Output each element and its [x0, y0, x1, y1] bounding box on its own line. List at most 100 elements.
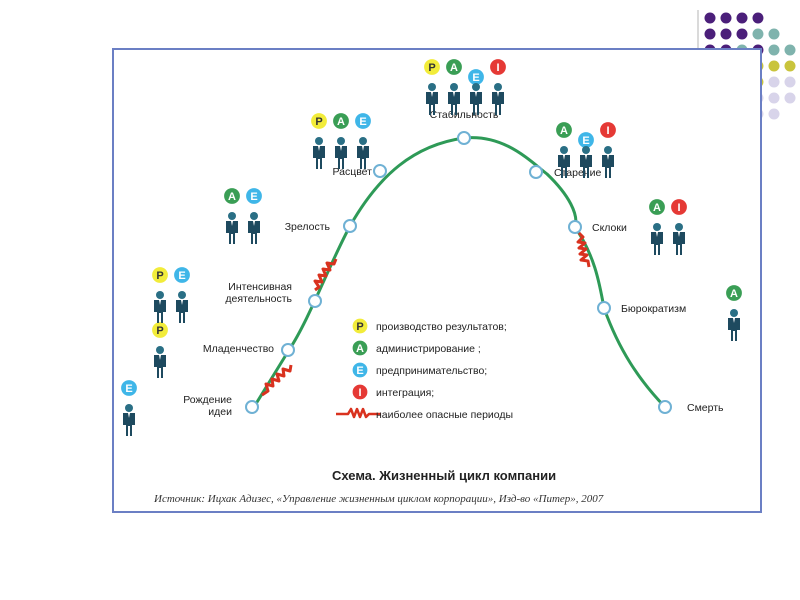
- role-badge-letter: E: [359, 116, 366, 128]
- stage-node-intensive: [308, 294, 322, 308]
- person-icon: [673, 223, 685, 255]
- decorative-dot: [736, 28, 748, 40]
- stage-node-birth: [245, 400, 259, 414]
- role-badge-i: I: [598, 120, 618, 140]
- decorative-dot: [752, 12, 764, 24]
- role-badge-a: A: [444, 57, 464, 77]
- role-badge-e: E: [172, 265, 192, 285]
- role-badge-letter: E: [250, 191, 257, 203]
- person-icon: [313, 137, 325, 169]
- role-badge-letter: P: [356, 321, 363, 333]
- legend-text: администрирование ;: [376, 343, 481, 355]
- legend-text: производство результатов;: [376, 321, 507, 333]
- role-badge-i: I: [669, 197, 689, 217]
- role-group-aging: AEI: [554, 120, 618, 178]
- decorative-dot: [784, 92, 796, 104]
- role-badge-a: A: [351, 339, 369, 357]
- diagram-caption: Схема. Жизненный цикл компании: [332, 468, 556, 483]
- role-badge-e: E: [353, 111, 373, 131]
- role-badge-letter: E: [472, 72, 479, 84]
- stage-node-aging: [529, 165, 543, 179]
- decorative-dot: [720, 28, 732, 40]
- stage-label-infancy: Младенчество: [203, 343, 274, 355]
- danger-zigzag-early: [261, 364, 293, 397]
- role-group-stability: P A EI: [422, 57, 508, 115]
- danger-legend-icon: [336, 407, 381, 419]
- person-icon: [335, 137, 347, 169]
- role-badge-e: E: [244, 186, 264, 206]
- role-badge-a: A: [222, 186, 242, 206]
- legend-text: наиболее опасные периоды: [376, 409, 513, 421]
- role-badge-p: P: [422, 57, 442, 77]
- role-badge-letter: I: [358, 387, 361, 399]
- decorative-dot: [704, 12, 716, 24]
- legend-text: предпринимательство;: [376, 365, 487, 377]
- stage-label-maturity: Зрелость: [285, 221, 331, 233]
- role-badge-letter: E: [178, 270, 185, 282]
- role-badge-letter: A: [228, 191, 236, 203]
- stage-node-infancy: [281, 343, 295, 357]
- role-badge-letter: I: [677, 202, 680, 214]
- decorative-dot: [752, 28, 764, 40]
- danger-zigzag-growth: [313, 258, 338, 292]
- role-badge-letter: A: [653, 202, 661, 214]
- person-icon: [226, 212, 238, 244]
- role-badge-p: P: [150, 320, 170, 340]
- decorative-dot: [768, 44, 780, 56]
- role-group-infancy: P: [150, 320, 170, 378]
- role-badge-letter: A: [356, 343, 364, 355]
- role-badge-letter: A: [337, 116, 345, 128]
- role-badge-e: E: [119, 378, 139, 398]
- role-badge-e: E: [576, 130, 596, 150]
- person-icon: [651, 223, 663, 255]
- stage-label-prime: Расцвет: [332, 166, 372, 178]
- decorative-dot: [768, 92, 780, 104]
- decorative-dot: [768, 60, 780, 72]
- diagram-source: Источник: Ицхак Адизес, «Управление жизн…: [153, 493, 604, 505]
- decorative-dot: [768, 76, 780, 88]
- stage-label-squabbles: Склоки: [592, 222, 627, 234]
- decorative-dot: [784, 44, 796, 56]
- decorative-dot: [768, 28, 780, 40]
- role-badge-letter: A: [730, 288, 738, 300]
- role-badge-letter: P: [156, 325, 163, 337]
- role-badge-letter: E: [582, 135, 589, 147]
- role-badge-i: I: [488, 57, 508, 77]
- role-badge-letter: A: [450, 62, 458, 74]
- person-icon: [602, 146, 614, 178]
- stage-label-stability: Стабильность: [430, 109, 499, 121]
- role-badge-e: E: [351, 361, 369, 379]
- role-group-birth: E: [119, 378, 139, 436]
- role-badge-letter: P: [428, 62, 435, 74]
- role-badge-letter: P: [156, 270, 163, 282]
- role-badge-a: A: [724, 283, 744, 303]
- role-badge-p: P: [150, 265, 170, 285]
- stage-node-death: [658, 400, 672, 414]
- stage-node-squabbles: [568, 220, 582, 234]
- role-badge-p: P: [309, 111, 329, 131]
- stage-node-bureaucracy: [597, 301, 611, 315]
- role-badge-letter: E: [125, 383, 132, 395]
- role-badge-letter: E: [356, 365, 363, 377]
- person-icon: [728, 309, 740, 341]
- role-badge-e: E: [466, 67, 486, 87]
- stage-node-prime: [373, 164, 387, 178]
- stage-label-bureaucracy: Бюрократизм: [621, 303, 686, 315]
- person-icon: [123, 404, 135, 436]
- person-icon: [357, 137, 369, 169]
- role-badge-letter: I: [606, 125, 609, 137]
- legend-text: интеграция;: [376, 387, 434, 399]
- decorative-dot: [784, 60, 796, 72]
- role-badge-letter: A: [560, 125, 568, 137]
- decorative-dot: [736, 12, 748, 24]
